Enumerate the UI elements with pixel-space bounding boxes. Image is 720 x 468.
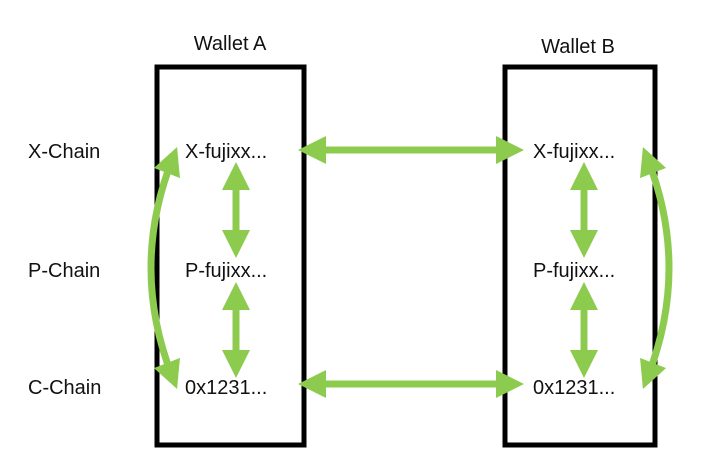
wallet-a-title: Wallet A: [194, 33, 267, 55]
p-chain-label: P-Chain: [28, 260, 100, 282]
wallet-a-x-c-curved-arrow: [147, 146, 180, 390]
x-chain-label: X-Chain: [28, 141, 100, 163]
wallet-b-p-address: P-fujixx...: [533, 260, 615, 282]
wallet-b-x-address: X-fujixx...: [533, 141, 615, 163]
wallet-a-x-address: X-fujixx...: [185, 141, 267, 163]
wallet-a-p-address: P-fujixx...: [185, 260, 267, 282]
wallet-b-title: Wallet B: [541, 36, 615, 58]
c-chain-label: C-Chain: [28, 377, 101, 399]
wallet-b-x-c-curved-arrow: [640, 146, 673, 390]
wallet-a-c-address: 0x1231...: [185, 377, 267, 399]
wallet-b-c-address: 0x1231...: [533, 377, 615, 399]
